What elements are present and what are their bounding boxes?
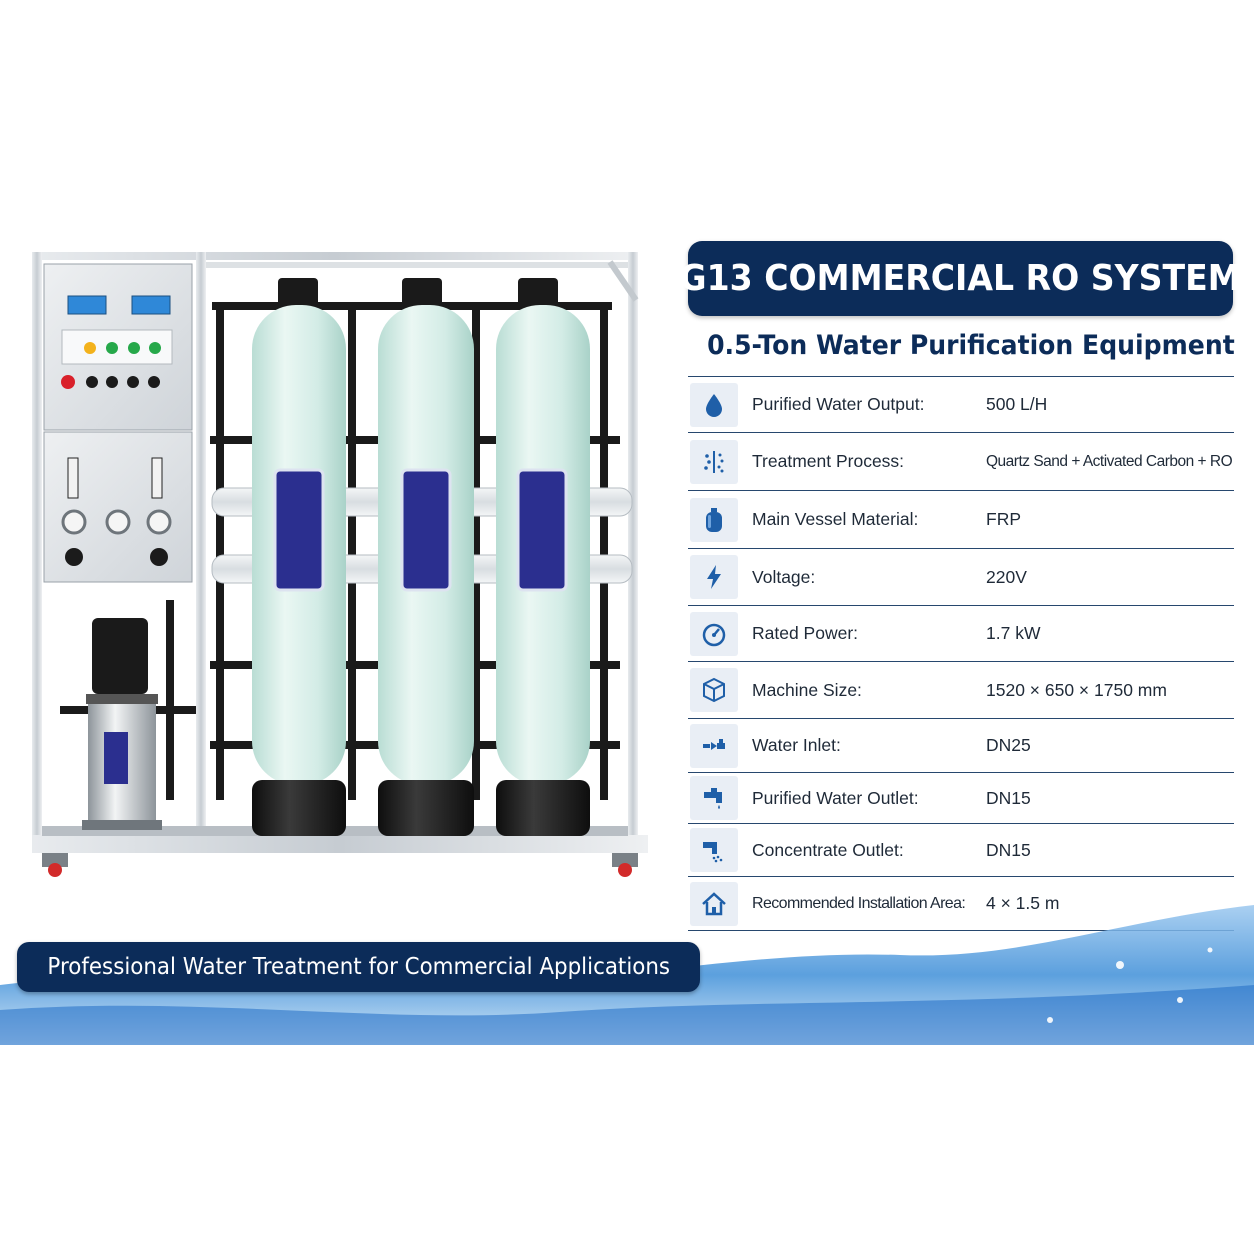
spec-value: 1520 × 650 × 1750 mm — [986, 679, 1167, 700]
spec-label: Rated Power: — [752, 623, 859, 643]
spec-row-power: Rated Power: 1.7 kW — [688, 605, 1234, 661]
booster-pump — [82, 618, 162, 830]
pipe-inlet-icon — [690, 723, 738, 768]
filter-vessel-3 — [496, 278, 590, 836]
vessel-tank-icon — [690, 497, 738, 542]
spec-row-concentrate-outlet: Concentrate Outlet: DN15 — [688, 823, 1234, 876]
spec-value: 220V — [986, 566, 1027, 587]
spec-value: Quartz Sand + Activated Carbon + RO — [986, 452, 1233, 470]
spec-row-output: Purified Water Output: 500 L/H — [688, 376, 1234, 432]
ro-machine-illustration — [32, 252, 648, 877]
house-icon — [690, 881, 738, 926]
spec-value: DN25 — [986, 735, 1031, 755]
spec-label: Concentrate Outlet: — [752, 839, 904, 860]
tagline-text: Professional Water Treatment for Commerc… — [47, 954, 670, 980]
spec-value: 1.7 kW — [986, 623, 1041, 643]
spec-row-voltage: Voltage: 220V — [688, 548, 1234, 605]
spec-label: Purified Water Outlet: — [752, 787, 919, 808]
spec-value: FRP — [986, 509, 1021, 529]
spec-value: DN15 — [986, 839, 1031, 860]
drain-tap-icon — [690, 828, 738, 872]
filter-process-icon — [690, 439, 738, 484]
spec-value: 4 × 1.5 m — [986, 893, 1060, 913]
page-subtitle: 0.5-Ton Water Purification Equipment — [707, 330, 1235, 361]
spec-label: Treatment Process: — [752, 451, 905, 471]
spec-label: Main Vessel Material: — [752, 509, 919, 529]
casters — [42, 853, 638, 877]
water-drop-icon — [690, 382, 738, 427]
spec-row-inlet: Water Inlet: DN25 — [688, 718, 1234, 772]
spec-label: Machine Size: — [752, 679, 862, 700]
control-panel — [43, 263, 193, 583]
spec-row-installation-area: Recommended Installation Area: 4 × 1.5 m — [688, 876, 1234, 931]
faucet-icon — [690, 776, 738, 820]
spec-row-process: Treatment Process: Quartz Sand + Activat… — [688, 432, 1234, 490]
spec-row-vessel: Main Vessel Material: FRP — [688, 490, 1234, 548]
title-banner: G13 COMMERCIAL RO SYSTEM — [680, 241, 1241, 316]
cube-icon — [690, 668, 738, 712]
spec-label: Recommended Installation Area: — [752, 894, 966, 912]
lightning-bolt-icon — [690, 555, 738, 599]
spec-label: Water Inlet: — [752, 735, 841, 755]
filter-vessel-2 — [378, 278, 474, 836]
spec-value: DN15 — [986, 787, 1031, 808]
page-title: G13 COMMERCIAL RO SYSTEM — [679, 258, 1242, 299]
spec-label: Voltage: — [752, 566, 816, 587]
spec-table: Purified Water Output: 500 L/H Treatment… — [688, 376, 1234, 931]
spec-value: 500 L/H — [986, 394, 1048, 414]
spec-row-purified-outlet: Purified Water Outlet: DN15 — [688, 772, 1234, 823]
filter-vessel-1 — [252, 278, 346, 836]
spec-label: Purified Water Output: — [752, 394, 925, 414]
spec-row-size: Machine Size: 1520 × 650 × 1750 mm — [688, 661, 1234, 718]
tagline-banner: Professional Water Treatment for Commerc… — [17, 942, 700, 992]
power-gauge-icon — [690, 611, 738, 656]
